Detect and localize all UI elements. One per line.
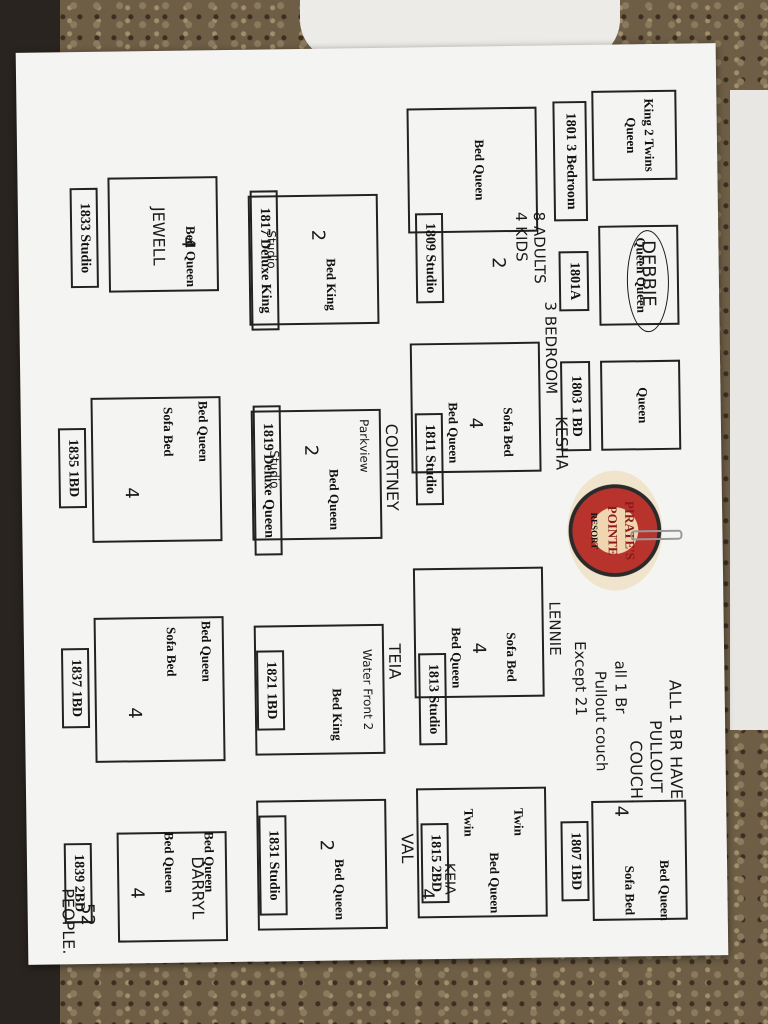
bed-label: Sofa Bed xyxy=(160,406,177,457)
unit-label-1831: 1831 Studio xyxy=(258,815,288,916)
bed-label: Queen xyxy=(635,387,651,424)
handwritten-note: COUCH. xyxy=(626,740,647,804)
bed-label: Twin xyxy=(461,808,477,837)
handwritten-total: PEOPLE. xyxy=(58,888,79,955)
bed-label: Bed Queen xyxy=(195,400,212,462)
handwritten-count: 4 xyxy=(126,887,148,899)
handwritten-note: 3 BEDROOM xyxy=(541,301,561,395)
handwritten-note: Parkview xyxy=(356,419,372,473)
handwritten-name: VAL xyxy=(397,833,418,864)
handwritten-count: 4 xyxy=(120,487,142,499)
handwritten-note: Studio xyxy=(267,450,282,489)
bed-label: Bed Queen xyxy=(486,852,503,914)
room-layout: King 2 Twins Queen 1801 3 Bedroom Queen … xyxy=(36,59,708,955)
bed-label: Bed Queen xyxy=(161,831,178,894)
handwritten-name: DARRYL xyxy=(187,856,208,920)
handwritten-note: Pullout couch xyxy=(591,670,611,772)
unit-label-1813: 1813 Studio xyxy=(418,652,448,746)
bed-label: Twin xyxy=(511,807,527,837)
handwritten-note: ALL 1 BR HAVE xyxy=(665,679,687,800)
bed-label: Bed King xyxy=(329,688,346,741)
bed-label: Bed Queen xyxy=(183,225,199,288)
unit-label-1833: 1833 Studio xyxy=(69,187,99,289)
bed-label: Bed Queen xyxy=(656,859,673,922)
floor-plan-sheet: King 2 Twins Queen 1801 3 Bedroom Queen … xyxy=(15,43,729,965)
handwritten-note: 8 ADULTS xyxy=(529,211,549,284)
unit-label-1811: 1811 Studio xyxy=(414,413,445,506)
logo-text: RESORT xyxy=(589,512,600,550)
bed-label: Queen xyxy=(623,117,640,154)
handwritten-note: Water Front 2 xyxy=(360,648,376,731)
handwritten-count: 2 xyxy=(300,444,322,457)
unit-label-1809: 1809 Studio xyxy=(414,212,445,304)
unit-label-1835: 1835 1BD xyxy=(57,427,88,509)
handwritten-count: 4 xyxy=(610,805,632,818)
handwritten-name: KEIA xyxy=(441,862,458,895)
bed-label: Bed Queen xyxy=(331,858,348,921)
unit-label-1821: 1821 1BD xyxy=(256,650,286,731)
bed-label: Bed Queen xyxy=(326,468,343,531)
logo-text: POINTE xyxy=(605,505,621,556)
bed-label: Sofa Bed xyxy=(622,865,638,916)
handwritten-total: 52 xyxy=(76,902,98,927)
bed-label: Bed Queen xyxy=(445,402,462,464)
bed-label: Sofa Bed xyxy=(500,407,517,457)
handwritten-count: 2 xyxy=(487,257,509,269)
unit-label-1801: 1801 3 Bedroom xyxy=(552,100,589,222)
handwritten-note: all 1 Br xyxy=(611,660,630,714)
handwritten-count: 4 xyxy=(464,417,486,430)
handwritten-name: TEIA xyxy=(384,643,405,680)
handwritten-count: 4 xyxy=(416,888,438,900)
handwritten-note: Studio xyxy=(264,230,279,269)
unit-label-1801a: 1801A xyxy=(558,250,590,312)
bed-label: Sofa Bed xyxy=(163,626,180,677)
handwritten-name: KESHA xyxy=(551,416,572,471)
handwritten-note: 4 KIDS xyxy=(511,211,531,262)
handwritten-count: 4 xyxy=(467,642,490,655)
bed-label: Bed King xyxy=(323,258,340,311)
paper-clip xyxy=(630,529,683,541)
bed-label: Bed Queen xyxy=(448,627,465,689)
room-box-1807 xyxy=(591,799,688,921)
bed-label: Bed Queen xyxy=(198,620,215,682)
white-appliance-side xyxy=(730,90,768,730)
handwritten-name: COURTNEY xyxy=(381,423,403,511)
handwritten-name: JEWELL xyxy=(148,206,169,266)
handwritten-count: 4 xyxy=(177,236,199,249)
bed-label: Sofa Bed xyxy=(503,632,520,682)
handwritten-count: 4 xyxy=(123,707,145,719)
bed-label: Bed Queen xyxy=(471,139,488,201)
unit-label-1807: 1807 1BD xyxy=(560,821,590,902)
handwritten-note: PULLOUT xyxy=(646,719,667,793)
handwritten-count: 2 xyxy=(315,839,337,852)
unit-label-1837: 1837 1BD xyxy=(60,647,91,729)
bed-label: King 2 Twins xyxy=(641,98,658,172)
handwritten-note: Except 21 xyxy=(570,640,590,717)
handwritten-count: 2 xyxy=(307,229,329,242)
handwritten-name: LENNIE xyxy=(545,601,565,656)
